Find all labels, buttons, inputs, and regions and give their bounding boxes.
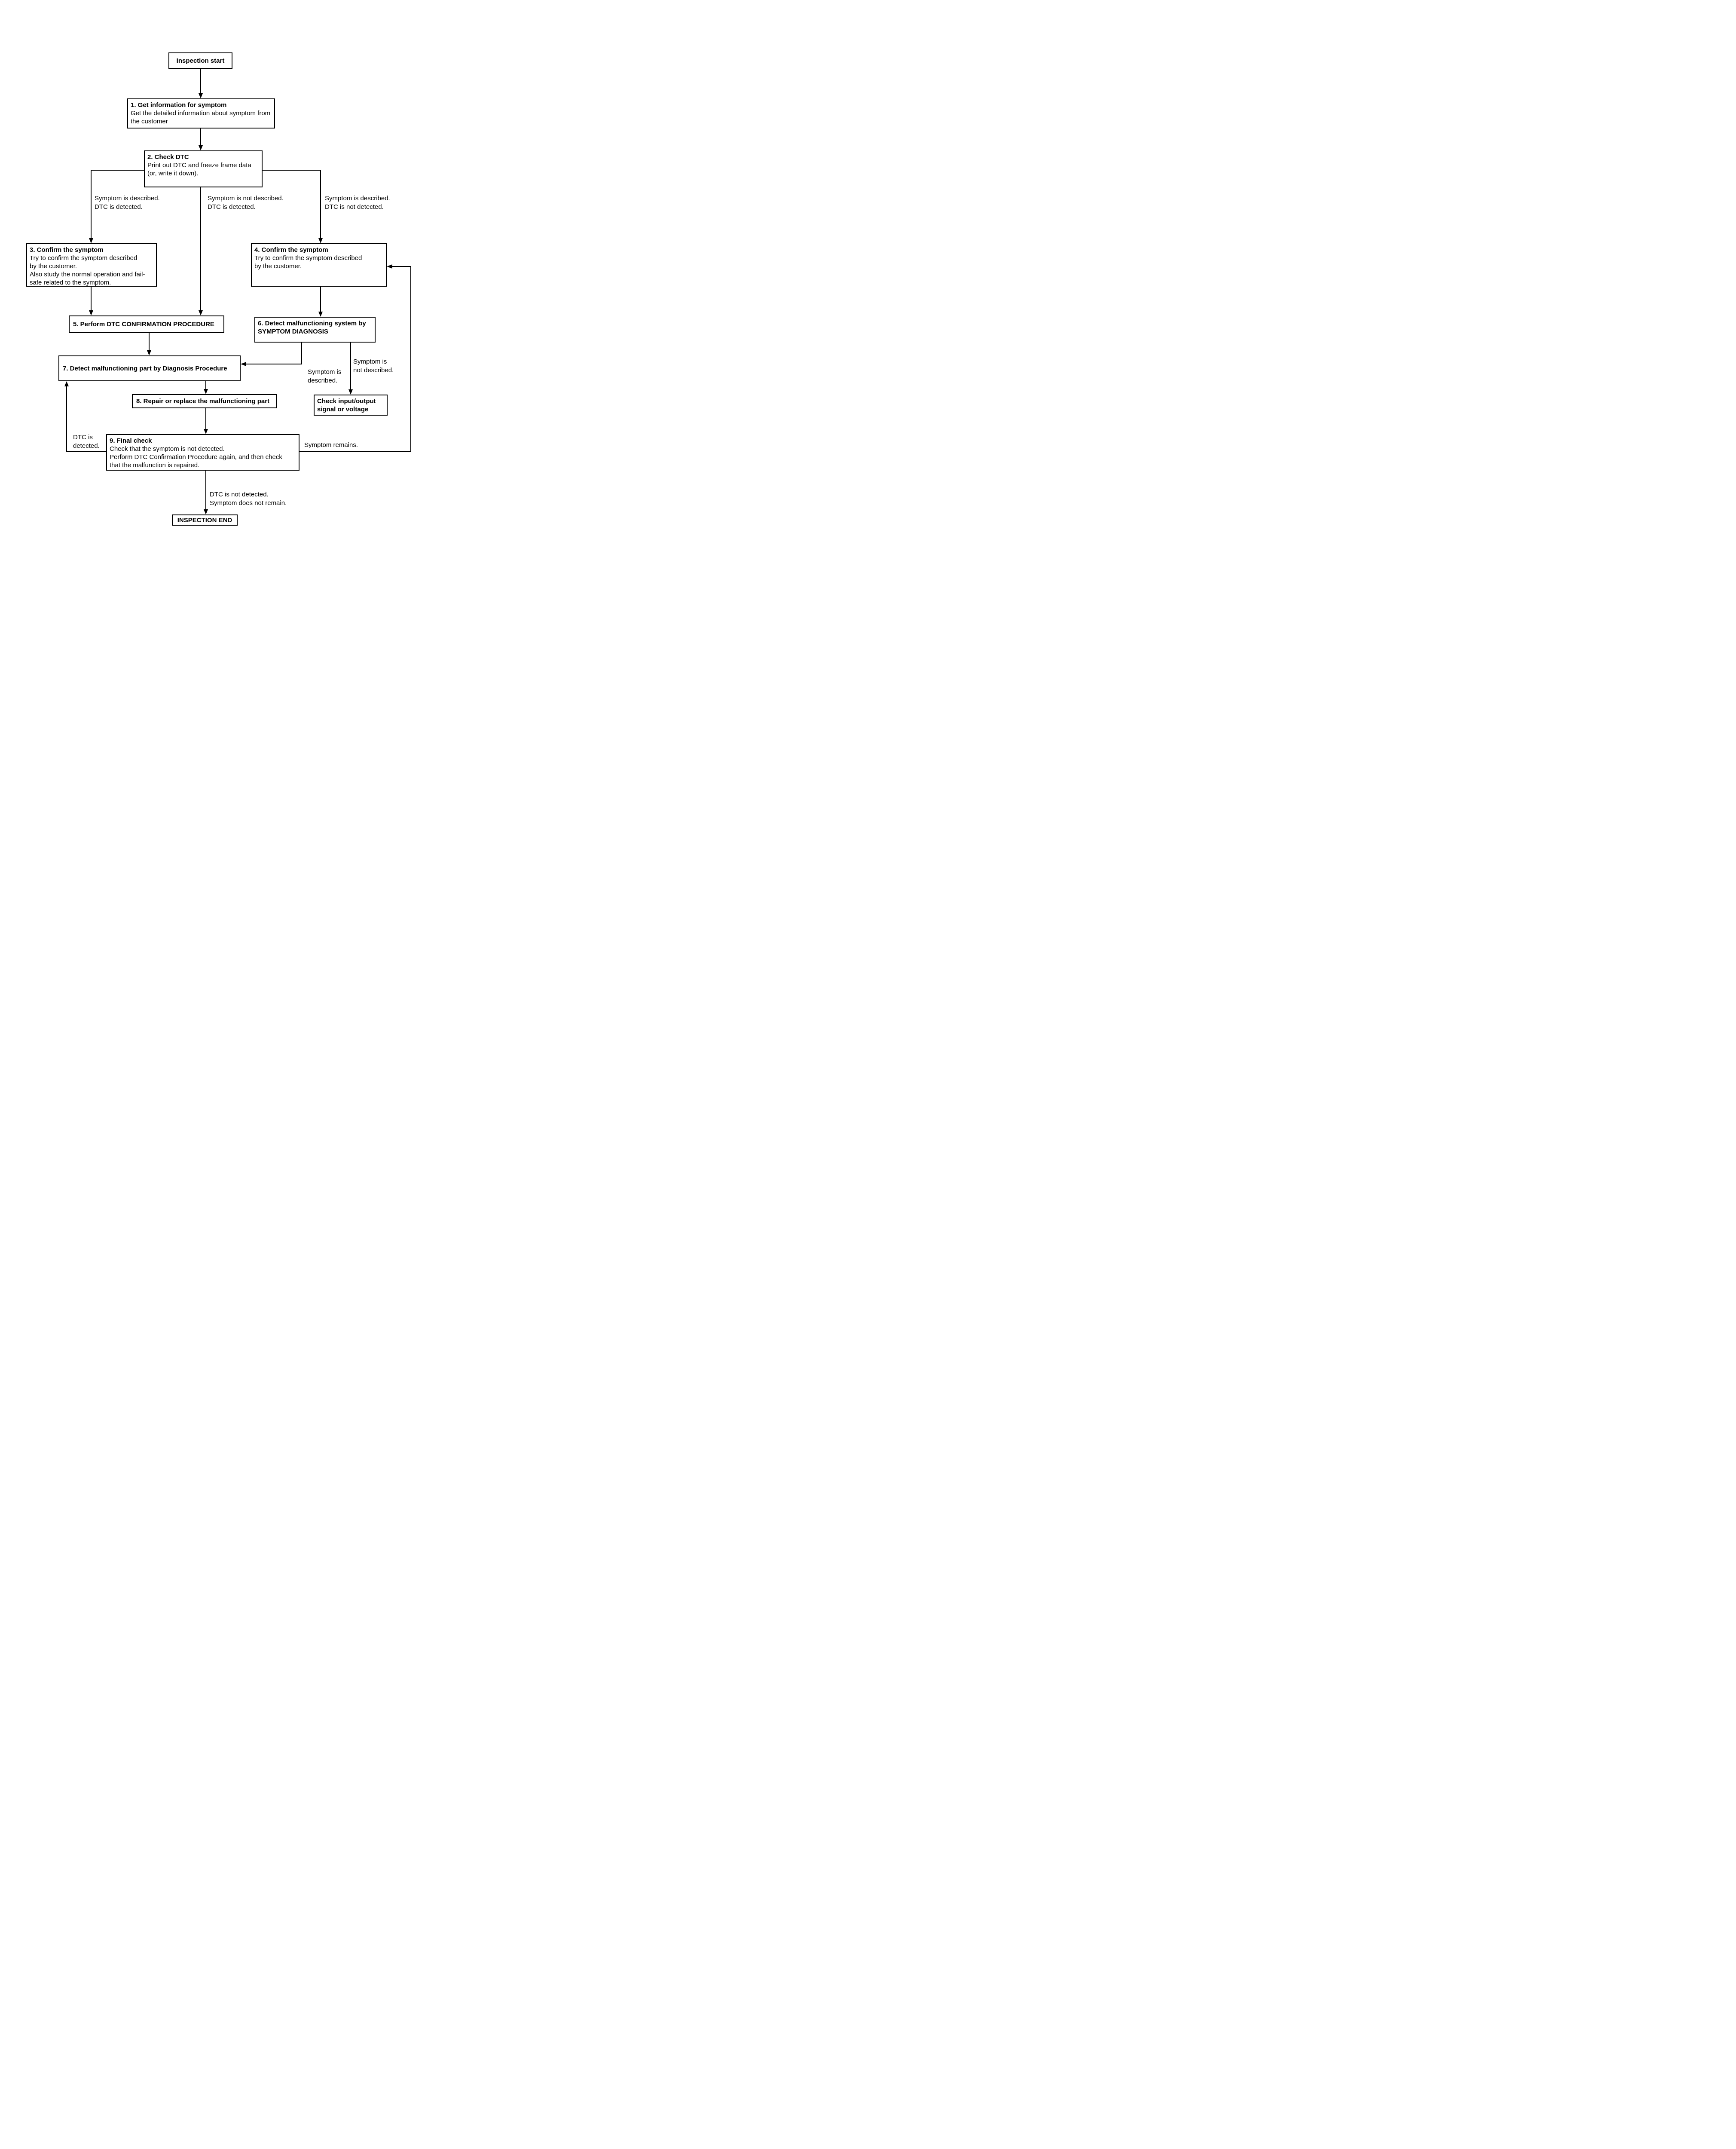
edge-box9-left-vertical bbox=[66, 386, 67, 452]
arrowhead-into-end bbox=[204, 509, 208, 514]
label-middle-branch: Symptom is not described. DTC is detecte… bbox=[208, 195, 284, 211]
node-5-dtc-confirmation-procedure: 5. Perform DTC CONFIRMATION PROCEDURE bbox=[69, 315, 224, 333]
edge-box9-right-horizontal bbox=[300, 451, 411, 452]
edge-symptom-remains-vertical bbox=[410, 266, 411, 452]
node-body: Try to confirm the symptom described by … bbox=[30, 254, 145, 286]
edge-box3-to-box5 bbox=[91, 287, 92, 311]
node-title: 4. Confirm the symptom bbox=[254, 246, 328, 254]
edge-box6-left-vertical bbox=[301, 343, 302, 364]
arrowhead-into-box7-right bbox=[241, 362, 246, 366]
arrowhead-into-box7-top bbox=[147, 350, 151, 355]
node-body: Try to confirm the symptom described by … bbox=[254, 254, 362, 270]
node-3-confirm-symptom: 3. Confirm the symptom Try to confirm th… bbox=[26, 243, 157, 287]
label-inspection-end-condition: DTC is not detected. Symptom does not re… bbox=[210, 491, 287, 507]
edge-box2-left-horizontal bbox=[91, 170, 144, 171]
node-inspection-start: Inspection start bbox=[168, 52, 232, 69]
label-dtc-detected: DTC is detected. bbox=[73, 434, 100, 450]
arrowhead-into-checkio bbox=[348, 389, 353, 395]
label-symptom-remains: Symptom remains. bbox=[304, 441, 358, 449]
arrowhead-into-box7-bottom bbox=[64, 381, 69, 386]
node-title: 1. Get information for symptom bbox=[131, 101, 227, 109]
arrowhead-into-box5-left bbox=[89, 310, 93, 315]
node-title: 3. Confirm the symptom bbox=[30, 246, 104, 254]
edge-box4-to-box6 bbox=[320, 287, 321, 312]
arrowhead-into-box3 bbox=[89, 238, 93, 243]
edge-box1-to-box2 bbox=[200, 129, 201, 150]
arrowhead-into-box8 bbox=[204, 389, 208, 394]
node-title: 5. Perform DTC CONFIRMATION PROCEDURE bbox=[73, 321, 214, 328]
label-right-branch: Symptom is described. DTC is not detecte… bbox=[325, 195, 390, 211]
edge-start-to-box1 bbox=[200, 69, 201, 98]
arrowhead-into-box2 bbox=[199, 145, 203, 150]
edge-box2-left-vertical bbox=[91, 170, 92, 239]
node-body: Print out DTC and freeze frame data (or,… bbox=[147, 162, 251, 177]
edge-box9-to-end bbox=[205, 471, 206, 510]
arrowhead-into-box1 bbox=[199, 93, 203, 98]
edge-box5-to-box7 bbox=[149, 333, 150, 351]
label-left-branch: Symptom is described. DTC is detected. bbox=[95, 195, 160, 211]
edge-box2-to-box5 bbox=[200, 187, 201, 311]
node-title: 2. Check DTC bbox=[147, 153, 189, 161]
node-8-repair-or-replace: 8. Repair or replace the malfunctioning … bbox=[132, 394, 277, 408]
node-1-get-information: 1. Get information for symptom Get the d… bbox=[127, 98, 275, 129]
node-body: Get the detailed information about sympt… bbox=[131, 110, 271, 125]
label-symptom-not-described: Symptom is not described. bbox=[353, 358, 394, 374]
edge-box7-to-box8 bbox=[205, 381, 206, 390]
edge-box2-right-vertical bbox=[320, 170, 321, 239]
node-body: Check that the symptom is not detected. … bbox=[110, 445, 282, 469]
arrowhead-into-box4-right bbox=[387, 264, 392, 269]
node-title: 9. Final check bbox=[110, 437, 152, 444]
arrowhead-into-box4 bbox=[318, 238, 323, 243]
edge-box6-to-checkio bbox=[350, 343, 351, 390]
flowchart: Inspection start 1. Get information for … bbox=[0, 0, 434, 588]
arrowhead-into-box9 bbox=[204, 429, 208, 434]
edge-box2-right-horizontal bbox=[263, 170, 321, 171]
node-title: Inspection start bbox=[176, 57, 225, 64]
arrowhead-into-box6 bbox=[318, 312, 323, 317]
edge-symptom-remains-to-box4 bbox=[392, 266, 411, 267]
arrowhead-into-box5-middle bbox=[199, 310, 203, 315]
node-check-io-signal: Check input/output signal or voltage bbox=[314, 395, 388, 416]
node-title: 7. Detect malfunctioning part by Diagnos… bbox=[63, 364, 227, 372]
node-4-confirm-symptom: 4. Confirm the symptom Try to confirm th… bbox=[251, 243, 387, 287]
node-title: Check input/output signal or voltage bbox=[317, 398, 376, 413]
node-inspection-end: INSPECTION END bbox=[172, 514, 238, 526]
node-2-check-dtc: 2. Check DTC Print out DTC and freeze fr… bbox=[144, 150, 263, 187]
node-title: 8. Repair or replace the malfunctioning … bbox=[136, 398, 270, 405]
label-symptom-described: Symptom is described. bbox=[308, 368, 342, 384]
node-6-detect-malfunctioning-system: 6. Detect malfunctioning system by SYMPT… bbox=[254, 317, 376, 343]
node-title: INSPECTION END bbox=[177, 516, 232, 524]
node-7-detect-malfunctioning-part: 7. Detect malfunctioning part by Diagnos… bbox=[58, 355, 241, 381]
edge-box9-left-horizontal bbox=[66, 451, 107, 452]
edge-box8-to-box9 bbox=[205, 408, 206, 430]
node-9-final-check: 9. Final check Check that the symptom is… bbox=[106, 434, 300, 471]
node-title: 6. Detect malfunctioning system by SYMPT… bbox=[258, 320, 366, 335]
